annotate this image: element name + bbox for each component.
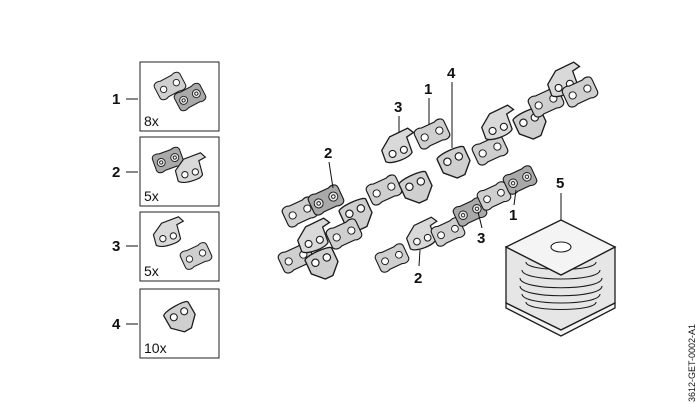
kit-panel-2: 2 5x: [112, 136, 220, 207]
chain-spool: 5: [504, 175, 617, 337]
kit-3-number: 3: [112, 238, 120, 255]
kit-panel-3: 3 5x: [112, 211, 220, 282]
kit-2-quantity: 5x: [144, 188, 159, 204]
kit-4-number: 4: [112, 316, 121, 333]
chain-upper-callout-3: 3: [394, 99, 402, 116]
kit-panel-4: 4 10x: [112, 288, 220, 359]
spool-callout-5: 5: [556, 175, 564, 192]
chain-upper-callout-1: 1: [424, 81, 432, 98]
kit-4-quantity: 10x: [144, 340, 167, 356]
kit-1-number: 1: [112, 91, 120, 108]
kit-2-number: 2: [112, 164, 120, 181]
document-id: 3612-GET-0002-A1: [687, 324, 697, 402]
kit-panel-1: 1 8x: [112, 61, 220, 132]
kit-3-quantity: 5x: [144, 263, 159, 279]
kit-1-quantity: 8x: [144, 113, 159, 129]
chain-lower-callout-3: 3: [477, 230, 485, 247]
chain-lower-callout-1: 1: [509, 207, 517, 224]
chain-lower-callout-2: 2: [414, 270, 422, 287]
chain-upper-callout-4: 4: [447, 65, 456, 82]
chain-upper-callout-2: 2: [324, 145, 332, 162]
chain-callouts: 2 3 1 4 2 3 1: [324, 65, 517, 287]
